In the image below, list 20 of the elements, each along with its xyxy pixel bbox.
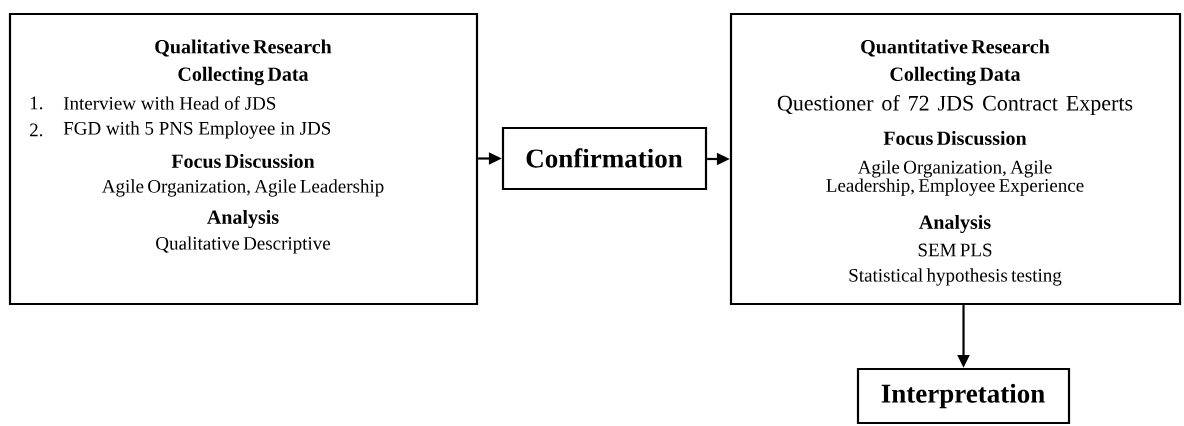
body-text: SEM PLS	[918, 243, 992, 257]
body-text: Statistical hypothesis testing	[849, 268, 1062, 286]
body-text: Questioner of 72 JDS Contract Experts	[777, 94, 1133, 116]
section-heading: Analysis	[919, 214, 991, 234]
section-heading: Collecting Data	[178, 66, 309, 86]
section-heading: Focus Discussion	[171, 153, 315, 169]
main-heading: Quantitative Research	[861, 39, 1050, 57]
list-item: FGD with 5 PNS Employee in JDS	[63, 121, 331, 139]
section-heading: Collecting Data	[890, 66, 1021, 86]
section-heading: Analysis	[207, 209, 279, 229]
list-number: 2.	[30, 123, 43, 137]
box-label: Interpretation	[881, 383, 1045, 409]
section-heading: Focus Discussion	[883, 130, 1027, 146]
list-item: Interview with Head of JDS	[63, 96, 276, 110]
body-text: Qualitative Descriptive	[156, 236, 331, 254]
main-heading: Qualitative Research	[155, 39, 332, 57]
box-label: Confirmation	[526, 148, 683, 168]
body-text: Agile Organization, Agile Leadership	[102, 179, 384, 197]
list-number: 1.	[30, 96, 43, 110]
body-text: Agile Organization, Agile Leadership, Employee Experience	[826, 160, 1084, 196]
